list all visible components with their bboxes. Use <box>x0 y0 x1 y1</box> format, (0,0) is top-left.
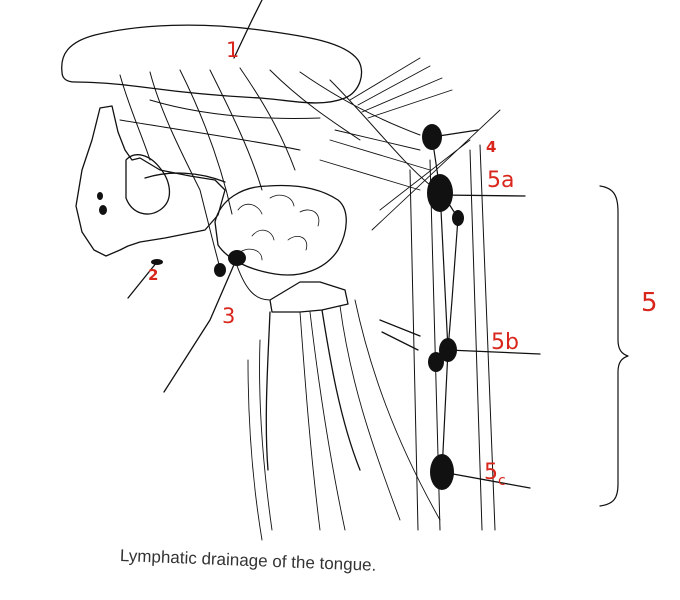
label-2: 2 <box>148 266 159 284</box>
label-4: 4 <box>486 138 497 156</box>
lymph-node-4 <box>422 124 442 150</box>
mandible-spot <box>99 205 107 215</box>
leader-1 <box>233 0 263 59</box>
tongue-outline <box>61 24 363 104</box>
label-5a: 5a <box>487 168 515 193</box>
label-5c: 5 <box>484 460 498 485</box>
label-5b: 5b <box>491 330 519 355</box>
label-1: 1 <box>226 38 240 62</box>
lymph-node-5b-lower <box>428 352 444 372</box>
leader-5c <box>441 471 531 489</box>
larynx-outline <box>265 309 361 471</box>
neck-muscle-lines <box>247 299 441 541</box>
mandible-spot-2 <box>97 192 103 200</box>
label-5c-subscript: c <box>498 473 506 489</box>
lymph-node-3b <box>214 263 226 277</box>
bracket-5 <box>599 185 629 507</box>
mandible-inner <box>125 154 171 215</box>
muscle-fan <box>319 57 501 231</box>
label-3: 3 <box>222 304 236 328</box>
leader-5a <box>439 194 526 197</box>
jugular-lines <box>409 144 496 531</box>
leader-3 <box>163 259 237 393</box>
hyoid-branch <box>379 319 421 351</box>
leader-5b <box>447 349 541 355</box>
hyoid-outline <box>269 281 349 313</box>
mandible-outline <box>75 105 226 257</box>
lymph-node-5a <box>427 174 453 212</box>
label-5: 5 <box>641 288 658 318</box>
lymph-node-5a-small <box>452 210 464 226</box>
leader-2 <box>127 261 158 299</box>
lymph-node-3a <box>228 250 246 266</box>
gland-outline <box>144 172 226 183</box>
lymph-vessels <box>119 67 431 301</box>
lymph-node-2 <box>151 259 163 265</box>
lymph-node-5b <box>439 338 457 362</box>
gland-lobes <box>237 194 320 261</box>
lymph-node-5c <box>430 454 454 490</box>
